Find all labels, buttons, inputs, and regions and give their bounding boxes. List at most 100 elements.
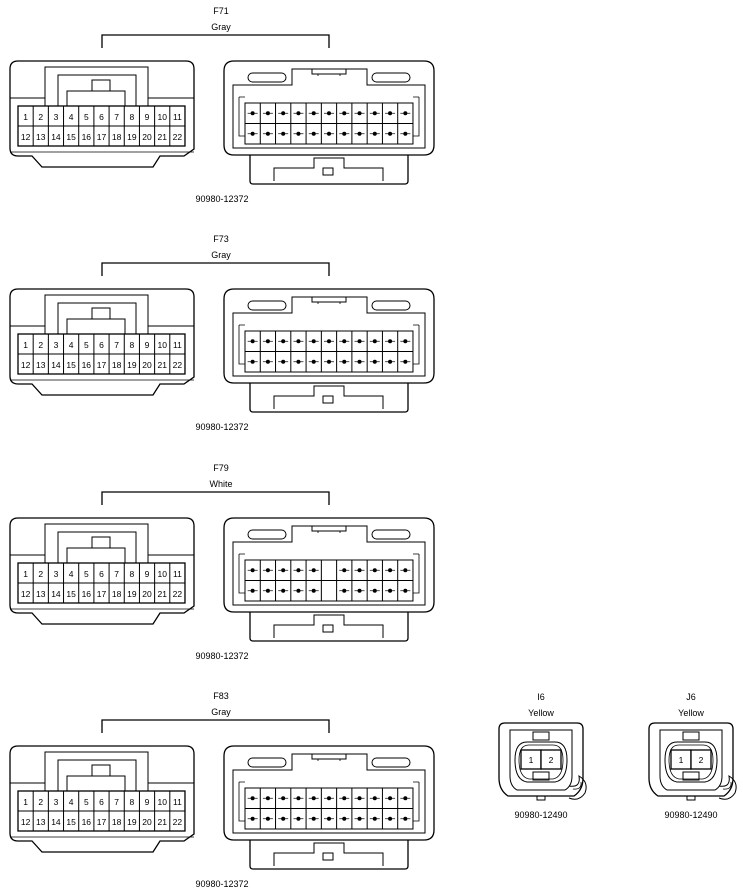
connector-terminal-side xyxy=(223,288,435,413)
part-number: 90980-12372 xyxy=(195,651,248,661)
part-number: 90980-12490 xyxy=(664,810,717,820)
part-number: 90980-12490 xyxy=(514,810,567,820)
lock-notch xyxy=(311,297,347,303)
lock-tab xyxy=(91,764,111,777)
key-slot xyxy=(371,529,411,540)
connector-id-label: F71 xyxy=(213,6,229,16)
latch-button xyxy=(322,395,334,404)
lock-notch xyxy=(311,526,347,532)
pairing-bracket xyxy=(101,34,330,48)
pin-number: 17 xyxy=(97,132,107,142)
pin-number: 3 xyxy=(54,340,59,350)
key-slot xyxy=(682,771,700,781)
pin-number: 1 xyxy=(23,569,28,579)
pin-number: 8 xyxy=(129,797,134,807)
pin-number: 3 xyxy=(54,797,59,807)
pin-number: 16 xyxy=(82,589,92,599)
side-guide xyxy=(238,96,245,137)
pin-number: 8 xyxy=(129,112,134,122)
pin-number: 19 xyxy=(127,589,137,599)
pin-number: 11 xyxy=(173,112,182,122)
pin-number: 2 xyxy=(699,755,704,765)
pin-number: 9 xyxy=(145,340,150,350)
pin-number: 1 xyxy=(23,112,28,122)
pin-number: 10 xyxy=(157,797,167,807)
pairing-bracket xyxy=(101,262,330,276)
connector-color-label: Gray xyxy=(211,250,231,260)
pin-number: 22 xyxy=(173,132,183,142)
pin-number: 12 xyxy=(21,817,31,827)
lock-tab xyxy=(91,307,111,320)
connector-housing xyxy=(9,288,195,396)
pin-number: 12 xyxy=(21,589,31,599)
pin-number: 22 xyxy=(173,360,183,370)
pin-number: 18 xyxy=(112,132,122,142)
pin-number: 18 xyxy=(112,360,122,370)
housing-rib xyxy=(44,66,149,106)
pin-number: 7 xyxy=(114,569,119,579)
pin-number: 2 xyxy=(38,112,43,122)
pin-number: 2 xyxy=(38,340,43,350)
latch-frame xyxy=(273,385,384,409)
pin-number: 14 xyxy=(51,589,61,599)
pin-number: 22 xyxy=(173,589,183,599)
pin-number: 12 xyxy=(21,132,31,142)
pin-number: 13 xyxy=(36,589,46,599)
outer-shell xyxy=(648,722,734,797)
pin-number: 5 xyxy=(84,340,89,350)
pin-number: 17 xyxy=(97,360,107,370)
pin-number: 19 xyxy=(127,817,137,827)
pin-number: 9 xyxy=(145,112,150,122)
housing-rib xyxy=(44,523,149,563)
side-guide xyxy=(238,324,245,365)
pin-number: 19 xyxy=(127,132,137,142)
housing-rib xyxy=(44,751,149,791)
connector-housing xyxy=(223,288,435,384)
pin-number: 15 xyxy=(66,817,76,827)
connector-housing xyxy=(223,517,435,613)
pin-number: 21 xyxy=(157,360,167,370)
bottom-tab xyxy=(686,795,696,801)
lock-frame xyxy=(66,775,126,791)
inner-shell xyxy=(659,729,723,791)
connector-housing xyxy=(223,60,435,156)
pin-number: 1 xyxy=(23,797,28,807)
connector-color-label: Gray xyxy=(211,22,231,32)
pin-number: 14 xyxy=(51,132,61,142)
pin-number: 6 xyxy=(99,340,104,350)
connector-terminal-side xyxy=(223,517,435,642)
pin-number: 6 xyxy=(99,797,104,807)
latch-button xyxy=(322,167,334,176)
pin-number: 13 xyxy=(36,817,46,827)
connector-terminal-side xyxy=(223,745,435,870)
side-guide xyxy=(413,324,420,365)
bottom-latch xyxy=(249,155,409,185)
pin-number: 20 xyxy=(142,132,152,142)
connector-id-label: F79 xyxy=(213,463,229,473)
part-number: 90980-12372 xyxy=(195,879,248,889)
pairing-bracket xyxy=(101,491,330,505)
pin-number: 13 xyxy=(36,132,46,142)
retainer-hook-inner xyxy=(572,781,582,790)
lock-notch xyxy=(311,69,347,75)
pin-number: 10 xyxy=(157,569,167,579)
pin-number: 8 xyxy=(129,569,134,579)
pin-number: 14 xyxy=(51,817,61,827)
pin-number: 15 xyxy=(66,360,76,370)
retainer-hook xyxy=(568,775,587,800)
pin-number: 6 xyxy=(99,112,104,122)
pin-number: 7 xyxy=(114,340,119,350)
pin-cell xyxy=(690,749,712,770)
pin-number: 1 xyxy=(679,755,684,765)
pin-number: 21 xyxy=(157,817,167,827)
key-slot xyxy=(247,300,287,311)
housing-rib xyxy=(44,294,149,334)
